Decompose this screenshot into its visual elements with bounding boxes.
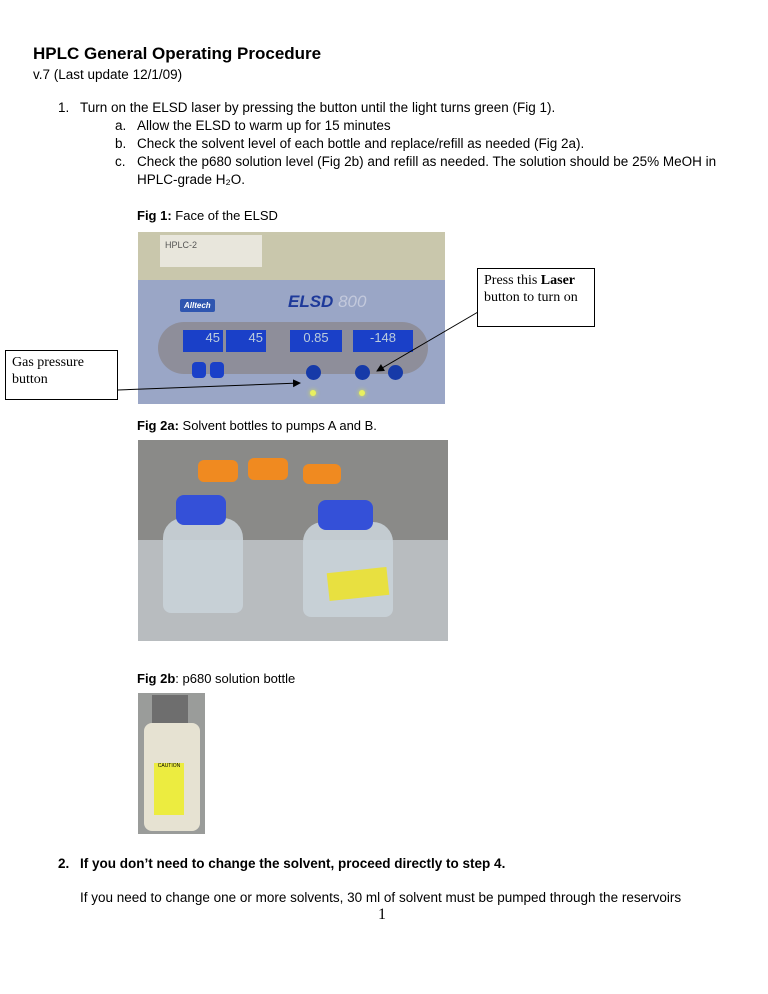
laser-callout: Press this Laser button to turn on — [477, 268, 595, 327]
step-2-number: 2. — [58, 856, 70, 871]
gas-led — [310, 390, 316, 396]
gas-pressure-callout: Gas pressure button — [5, 350, 118, 400]
step-1-text: Turn on the ELSD laser by pressing the b… — [80, 100, 556, 115]
fig2a-caption: Fig 2a: Solvent bottles to pumps A and B… — [137, 418, 377, 433]
up-arrow-button — [210, 362, 224, 378]
page-number: 1 — [378, 906, 386, 923]
down-arrow-button — [192, 362, 206, 378]
step-1b-letter: b. — [115, 136, 127, 151]
elsd-photo: HPLC-2 Alltech ELSD 800 45 45 0.85 -148 — [138, 232, 445, 404]
fig2b-caption: Fig 2b: p680 solution bottle — [137, 671, 296, 686]
solvent-bottles-photo — [138, 440, 448, 641]
p680-bottle-photo: CAUTION — [138, 693, 205, 834]
fig1-caption: Fig 1: Face of the ELSD — [137, 208, 278, 223]
step-1b-text: Check the solvent level of each bottle a… — [137, 136, 585, 151]
gas-pressure-button — [306, 365, 321, 380]
laser-button — [355, 365, 370, 380]
step-1a-letter: a. — [115, 118, 127, 133]
laser-led — [359, 390, 365, 396]
step-2-text: If you don’t need to change the solvent,… — [80, 856, 506, 871]
page-title: HPLC General Operating Procedure — [33, 44, 322, 63]
step-1-number: 1. — [58, 100, 70, 115]
step-1c-text-cont: HPLC-grade H₂O. — [137, 172, 246, 187]
step-1a-text: Allow the ELSD to warm up for 15 minutes — [137, 118, 391, 133]
version-line: v.7 (Last update 12/1/09) — [33, 67, 183, 82]
step-1c-text: Check the p680 solution level (Fig 2b) a… — [137, 154, 717, 169]
step-2-paragraph: If you need to change one or more solven… — [80, 890, 682, 905]
step-1c-letter: c. — [115, 154, 126, 169]
